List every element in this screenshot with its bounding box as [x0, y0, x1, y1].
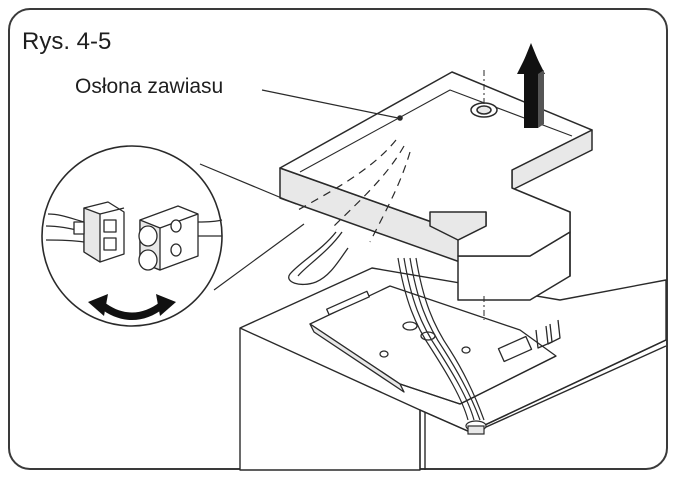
cable-loop	[288, 231, 349, 286]
hinge-cover-label: Osłona zawiasu	[75, 75, 224, 98]
callout-leader	[261, 89, 403, 121]
hinge-cover	[279, 71, 593, 301]
magnifier-circle-icon	[41, 145, 223, 327]
wire-harness	[397, 257, 487, 435]
hinge-bracket	[309, 285, 561, 405]
double-arrow-icon	[88, 294, 176, 320]
arrow-up-icon	[517, 43, 545, 128]
detail-leader-lines	[199, 163, 305, 291]
figure-label: Rys. 4-5	[22, 28, 112, 55]
hidden-wires	[297, 139, 411, 243]
